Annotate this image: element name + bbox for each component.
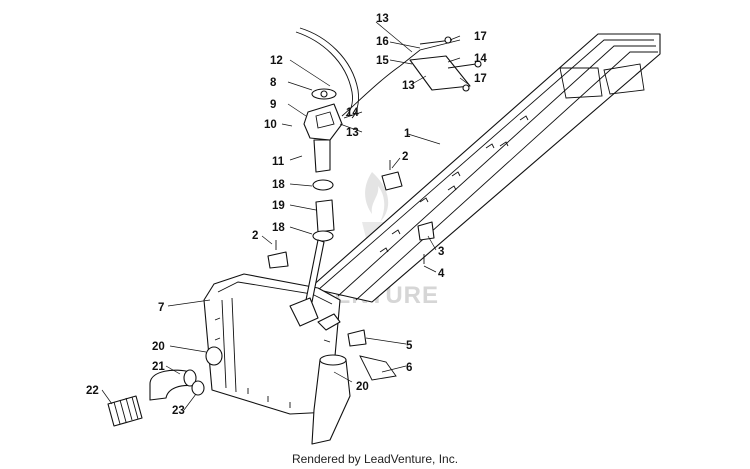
callout-19: 19 [272,200,285,212]
callout-10: 10 [264,119,277,131]
fuel-pickup [303,88,343,173]
rail-notches [379,115,529,253]
callout-20b: 20 [356,381,369,393]
callout-18b: 18 [272,222,285,234]
callout-16: 16 [376,36,389,48]
callout-17a: 17 [474,31,487,43]
hose-14 [341,39,461,117]
callout-17b: 17 [474,73,487,85]
callout-2b: 2 [252,230,258,242]
callout-7: 7 [158,302,164,314]
callout-20a: 20 [152,341,165,353]
callout-5: 5 [406,340,413,352]
callout-21: 21 [152,361,165,373]
callout-23: 23 [172,405,185,417]
callout-4: 4 [438,268,445,280]
callout-11: 11 [272,156,285,168]
callout-18a: 18 [272,179,285,191]
callout-1: 1 [404,128,411,140]
callout-6: 6 [406,362,412,374]
callouts: 1 2 2 3 4 5 6 7 8 9 10 11 12 13 13 13 14… [86,13,487,417]
elbow-assembly [107,346,223,427]
rendered-by-footer: Rendered by LeadVenture, Inc. [291,452,459,466]
callout-13c: 13 [346,127,359,139]
callout-15: 15 [376,55,389,67]
small-brackets [267,160,435,347]
callout-2a: 2 [402,151,408,163]
callout-9: 9 [270,99,276,111]
outlet-tube [289,239,341,331]
tail-pipe [311,354,397,445]
callout-13a: 13 [376,13,389,25]
callout-14a: 14 [474,53,487,65]
bracket-assembly [409,36,482,92]
hose-12 [295,27,359,119]
callout-14b: 14 [346,107,359,119]
callout-3: 3 [438,246,444,258]
callout-12: 12 [270,55,283,67]
callout-8: 8 [270,77,277,89]
callout-13b: 13 [402,80,415,92]
leader-lines [101,21,469,411]
rail-assembly [309,33,661,303]
callout-22: 22 [86,385,99,397]
coupler-stack [312,179,335,242]
